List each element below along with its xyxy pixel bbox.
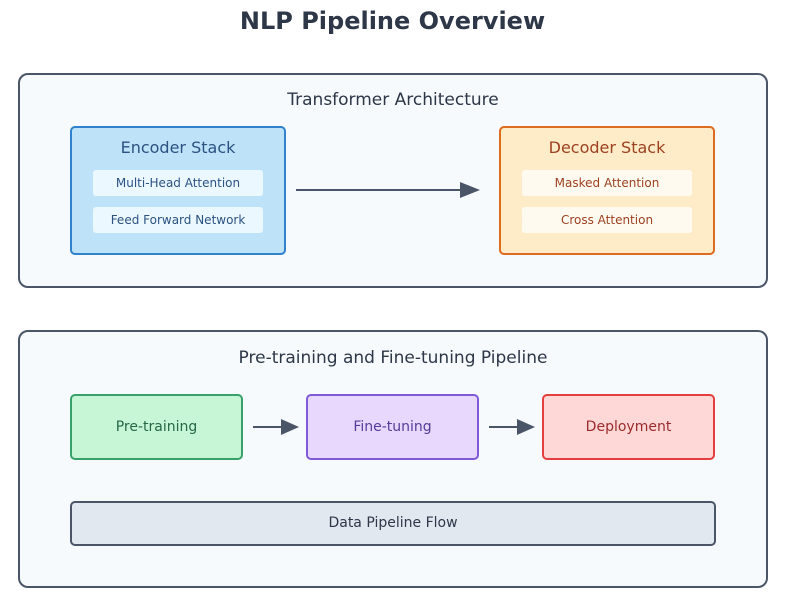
diagram-title: NLP Pipeline Overview [239, 7, 546, 35]
encoder-feed-forward-network: Feed Forward Network [93, 207, 263, 233]
data-pipeline-flow-bar: Data Pipeline Flow [70, 501, 716, 546]
decoder-stack: Decoder Stack Masked Attention Cross Att… [499, 126, 715, 255]
stage-deployment: Deployment [542, 394, 715, 460]
stage-fine-tuning: Fine-tuning [306, 394, 479, 460]
encoder-stack: Encoder Stack Multi-Head Attention Feed … [70, 126, 286, 255]
encoder-stack-title: Encoder Stack [120, 138, 236, 157]
transformer-architecture-title: Transformer Architecture [287, 90, 499, 110]
pipeline-title: Pre-training and Fine-tuning Pipeline [238, 348, 548, 368]
decoder-stack-title: Decoder Stack [548, 138, 666, 157]
decoder-masked-attention: Masked Attention [522, 170, 692, 196]
stage-pre-training: Pre-training [70, 394, 243, 460]
decoder-cross-attention: Cross Attention [522, 207, 692, 233]
encoder-multi-head-attention: Multi-Head Attention [93, 170, 263, 196]
